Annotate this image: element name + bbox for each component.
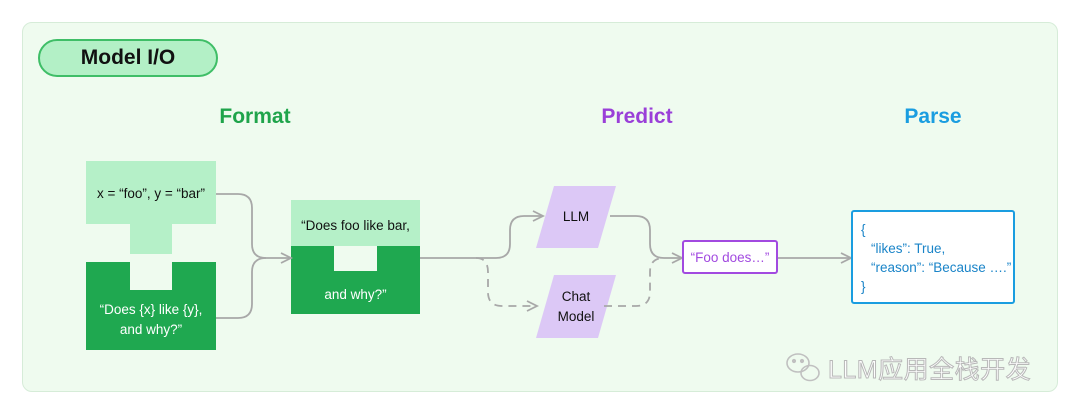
prompt-top-piece: [291, 200, 420, 246]
connector-chat-output: [604, 257, 665, 307]
connector-template: [216, 257, 267, 319]
prompt-text-line1: “Does foo like bar,: [301, 218, 410, 233]
template-piece: [86, 262, 216, 350]
parse-open-brace: {: [861, 222, 866, 237]
chat-model-label-line1: Chat: [561, 289, 591, 304]
connector-llm-output: [610, 215, 682, 259]
watermark-text: LLM应用全栈开发: [827, 356, 1032, 385]
parse-heading: Parse: [904, 105, 962, 128]
llm-label: LLM: [562, 209, 590, 224]
prompt-bottom-piece: [291, 246, 420, 314]
llm-output-box: “Foo does…”: [682, 240, 778, 274]
template-text-line1: “Does {x} like {y},: [99, 302, 203, 317]
format-heading: Format: [219, 105, 291, 128]
prompt-text-line2: and why?”: [324, 287, 387, 302]
arrowhead-chat: [526, 300, 540, 312]
connector-variables: [216, 193, 291, 259]
parsed-output-box: { “likes”: True, “reason”: “Because ….” …: [851, 210, 1015, 304]
variables-piece: [86, 161, 216, 254]
parse-likes-line: “likes”: True,: [871, 241, 946, 256]
predict-heading: Predict: [601, 105, 673, 128]
model-io-badge: Model I/O: [38, 39, 218, 77]
arrowhead-prompt: [280, 252, 294, 264]
chat-model-shape: [536, 275, 616, 338]
chat-model-label-line2: Model: [557, 309, 595, 324]
watermark: LLM应用全栈开发: [827, 350, 1032, 386]
arrowhead-llm: [532, 210, 546, 222]
variables-text: x = “foo”, y = “bar”: [96, 186, 206, 201]
connector-to-chat: [475, 257, 537, 307]
llm-shape: [536, 186, 616, 248]
parse-reason-line: “reason”: “Because ….”: [871, 260, 1012, 275]
template-text-line2: and why?”: [119, 322, 183, 337]
connector-to-llm: [420, 215, 543, 259]
wechat-icon: [786, 353, 820, 382]
parse-close-brace: }: [861, 279, 866, 294]
